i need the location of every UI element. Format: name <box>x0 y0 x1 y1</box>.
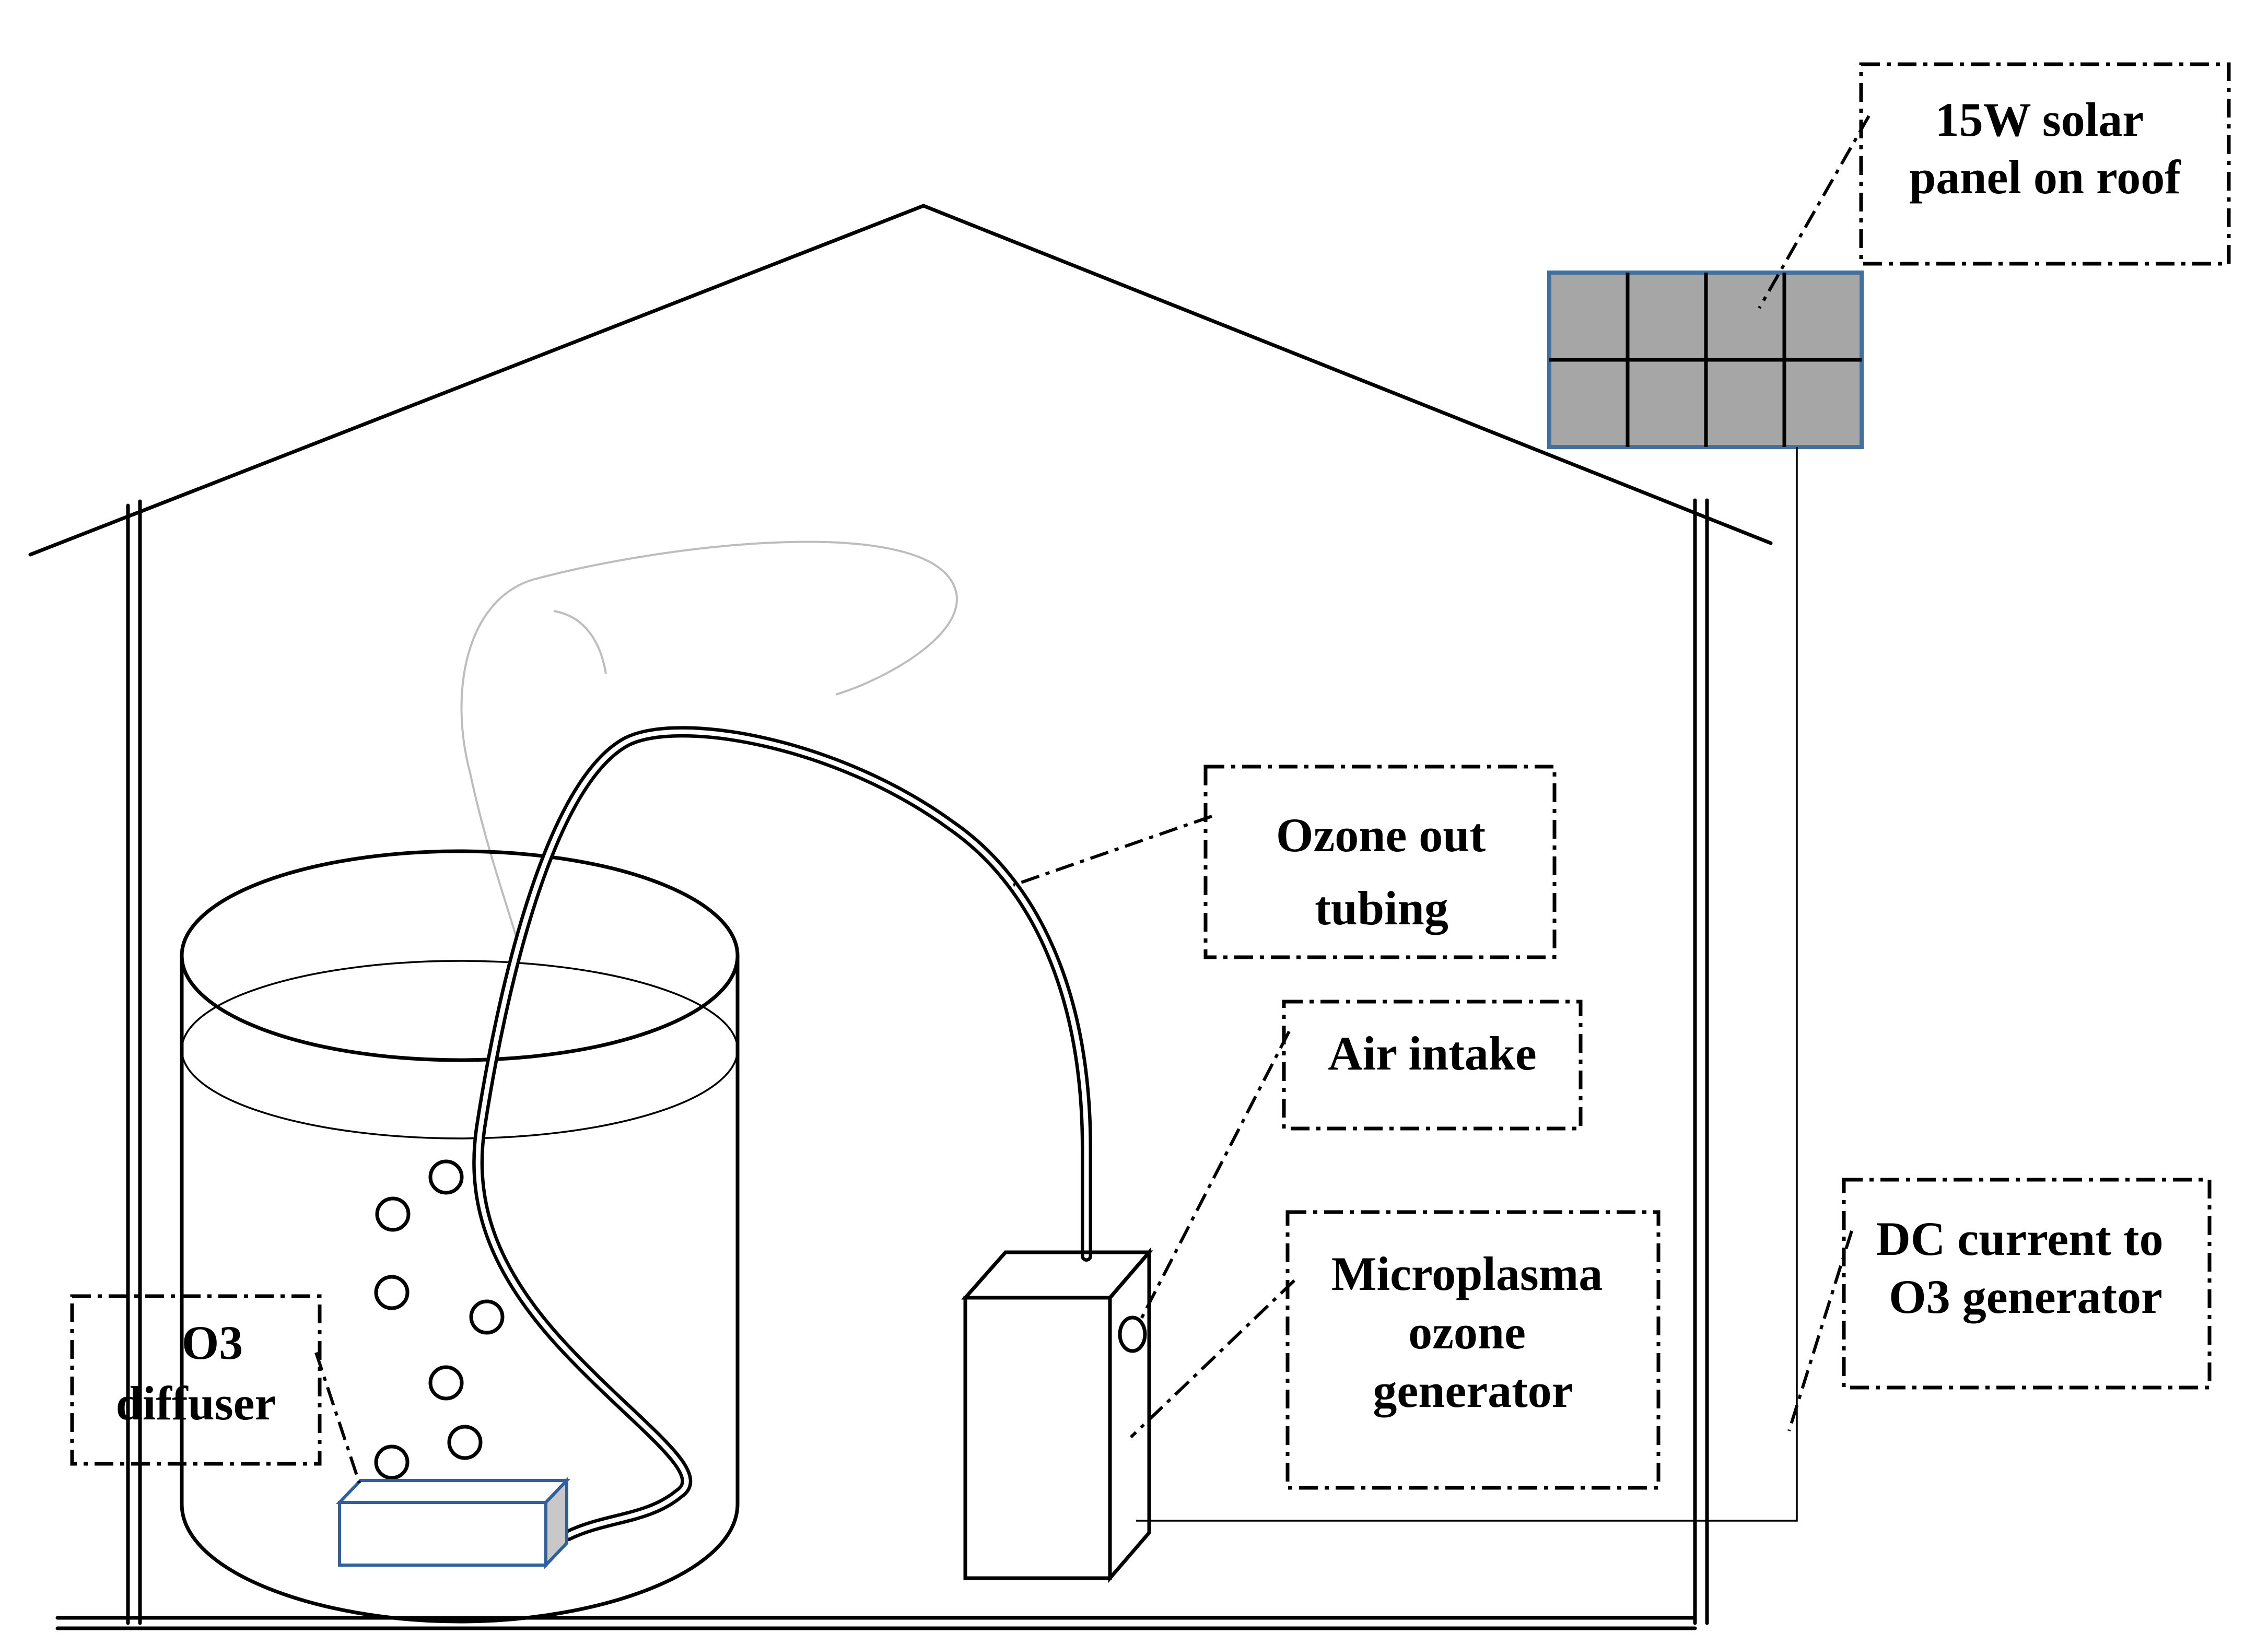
bubble <box>375 1196 411 1232</box>
tank-top-rim <box>180 849 740 1062</box>
diffuser-label-line-1: O3 <box>182 1316 243 1369</box>
bubble <box>428 1365 464 1401</box>
dc-current-leader <box>1787 1230 1853 1431</box>
air-intake-leader <box>1140 1030 1291 1320</box>
air-intake-label-line-1: Air intake <box>1328 1027 1537 1080</box>
solar-panel-label-line-2: panel on roof <box>1909 150 2181 204</box>
ozone-wisp <box>460 540 958 941</box>
generator-front-face <box>963 1296 1112 1580</box>
ozone-tubing-callout-box <box>1203 765 1557 959</box>
solar-panel <box>1547 271 1864 449</box>
bubble <box>447 1425 483 1460</box>
generator-top-face <box>961 1250 1153 1300</box>
air-intake-port <box>1118 1315 1147 1353</box>
ozone-tubing-label-line-1: Ozone out <box>1276 808 1486 862</box>
generator-side-face <box>1108 1247 1151 1583</box>
diffuser-label: O3 diffuser <box>116 1316 276 1430</box>
generator-leader <box>1129 1279 1296 1439</box>
ozone-tubing-label-line-2: tubing <box>1315 882 1448 935</box>
dc-current-callout-box <box>1842 1178 2212 1390</box>
ozone-tubing-inner <box>475 729 1089 1538</box>
ozone-tubing-leader <box>1013 815 1212 887</box>
generator-label-line-2: ozone <box>1408 1306 1526 1359</box>
water-tank <box>180 849 740 1624</box>
solar-panel-leader <box>1758 115 1870 309</box>
diffuser-label-line-2: diffuser <box>116 1377 276 1430</box>
generator-label-line-3: generator <box>1373 1364 1573 1417</box>
solar-panel-callout-box <box>1859 62 2231 266</box>
dc-current-label-line-1: DC current to <box>1876 1212 2163 1265</box>
air-intake-callout-box <box>1282 1000 1583 1131</box>
house-roof <box>28 204 1773 557</box>
ozone-wisp-inner <box>553 610 607 674</box>
bubble <box>374 1444 410 1480</box>
bubble <box>469 1299 505 1335</box>
dc-current-label: DC current to O3 generator <box>1876 1212 2175 1323</box>
ozone-generator <box>961 1247 1153 1583</box>
generator-label-line-1: Microplasma <box>1331 1247 1603 1300</box>
ozone-bubbles <box>374 1159 505 1480</box>
ozone-tubing-outer <box>472 726 1092 1541</box>
dc-wire <box>1136 447 1798 1522</box>
dc-current-label-line-2: O3 generator <box>1889 1270 2162 1323</box>
water-surface <box>181 960 739 1139</box>
solar-panel-label: 15W solar panel on roof <box>1909 93 2181 204</box>
diffuser-top-face <box>336 1479 570 1504</box>
air-intake-label: Air intake <box>1328 1027 1537 1080</box>
diffuser-callout-box <box>70 1294 322 1466</box>
bubble <box>428 1159 464 1195</box>
ozone-tubing-label: Ozone out tubing <box>1276 808 1498 935</box>
o3-diffuser <box>336 1476 570 1569</box>
generator-label: Microplasma ozone generator <box>1331 1247 1615 1417</box>
house <box>28 204 1773 1630</box>
diffuser-leader <box>314 1352 361 1484</box>
solar-panel-label-line-1: 15W solar <box>1935 93 2143 146</box>
tank-bottom <box>180 1502 740 1624</box>
diffuser-front-face <box>338 1501 547 1567</box>
bubble <box>374 1275 410 1310</box>
generator-callout-box <box>1285 1210 1661 1490</box>
